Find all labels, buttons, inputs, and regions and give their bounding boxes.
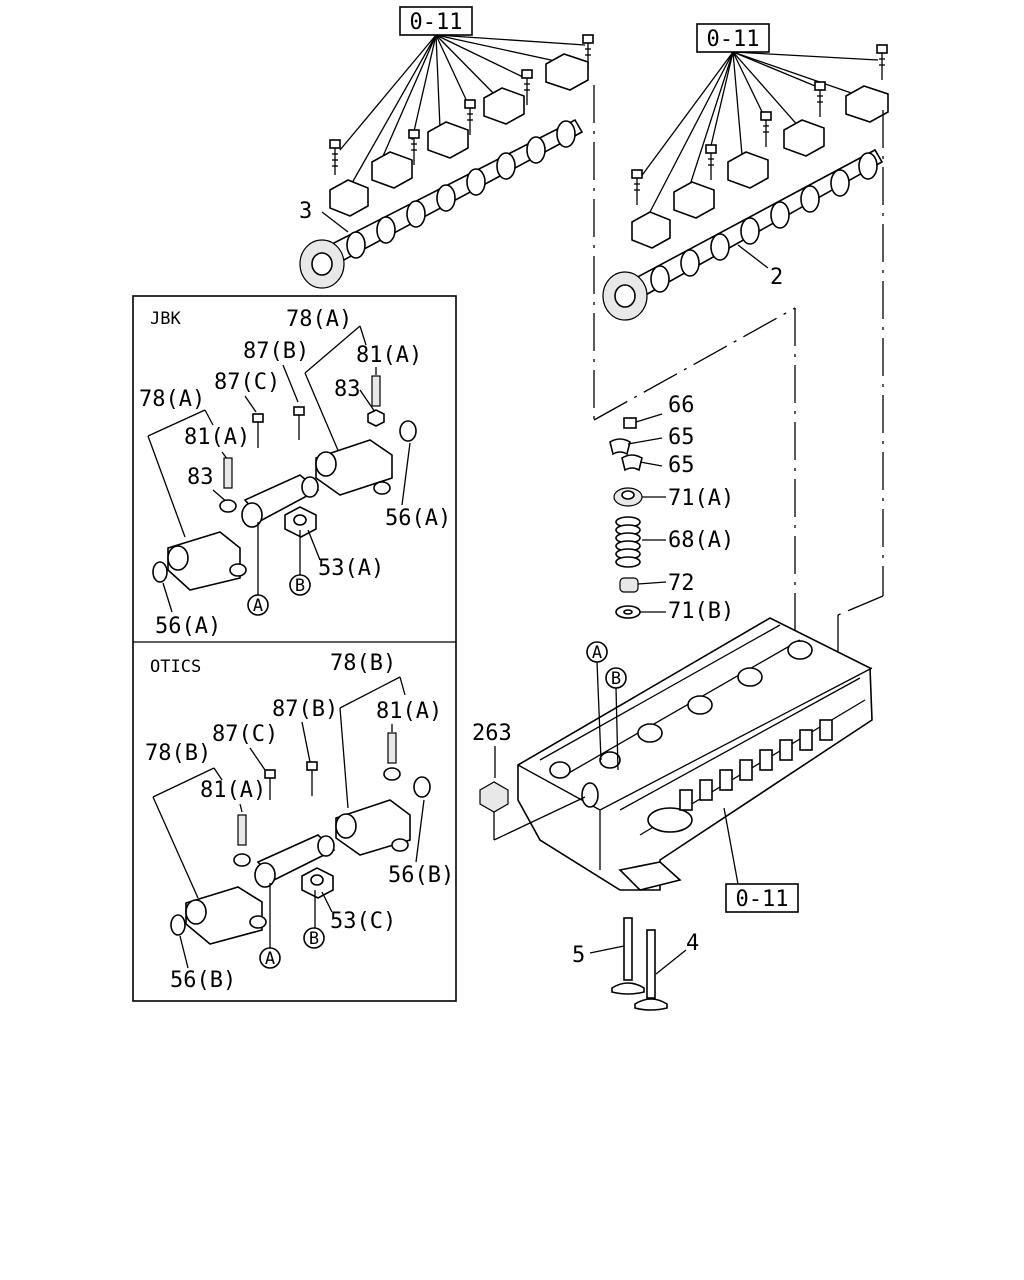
ref-box-bottom[interactable]: 0-11 [723,807,799,913]
rocker-arm-left-otics [185,886,267,945]
cylinder-head [517,617,873,891]
svg-text:3: 3 [299,199,312,224]
svg-text:0-11: 0-11 [707,27,760,52]
rocker-arm-shaft-jbk [241,474,320,538]
svg-text:A: A [253,596,263,616]
svg-text:56(B): 56(B) [388,863,454,888]
svg-text:87(B): 87(B) [243,339,309,364]
rocker-arm-left-jbk [167,531,247,591]
ref-box-top-left[interactable]: 0-11 [399,6,473,36]
circle-b-main: B [605,667,627,771]
svg-text:56(B): 56(B) [170,968,236,993]
rocker-arm-right-otics [335,799,411,856]
otics-title: OTICS [150,657,201,677]
leader-fan-top-left [339,34,586,184]
svg-text:A: A [592,643,602,663]
svg-text:68(A): 68(A) [668,528,734,553]
svg-text:B: B [611,669,621,689]
label-2: 2 [737,244,783,290]
svg-text:4: 4 [686,931,699,956]
svg-text:87(C): 87(C) [214,370,280,395]
svg-text:81(A): 81(A) [356,343,422,368]
leader-fan-top-right [639,51,879,213]
svg-text:263: 263 [472,721,512,746]
svg-text:53(C): 53(C) [330,909,396,934]
jbk-panel: JBK 78(A) 87(B) 81(A) 87(C) 83 78(A) 81(… [139,307,451,639]
valve-5: 5 [572,917,645,995]
svg-text:78(B): 78(B) [330,651,396,676]
svg-text:5: 5 [572,943,585,968]
part-68a-spring: 68(A) [615,516,734,568]
svg-text:71(B): 71(B) [668,599,734,624]
rocker-arm-shaft-otics [254,834,336,899]
svg-text:0-11: 0-11 [410,10,463,35]
circle-a-main: A [586,641,608,761]
camshaft-caps-left [329,53,589,217]
camshaft-bolts-right [631,44,888,205]
svg-text:71(A): 71(A) [668,486,734,511]
svg-text:2: 2 [770,265,783,290]
svg-text:81(A): 81(A) [184,425,250,450]
part-65-b: 65 [621,453,695,478]
part-66: 66 [623,393,695,429]
svg-text:B: B [295,576,305,596]
svg-text:87(B): 87(B) [272,697,338,722]
svg-text:78(A): 78(A) [286,307,352,332]
svg-text:65: 65 [668,453,695,478]
rocker-arm-right-jbk [315,439,393,496]
label-3: 3 [299,199,349,233]
svg-text:78(B): 78(B) [145,741,211,766]
camshaft-bolts-left [329,34,594,175]
svg-text:78(A): 78(A) [139,387,205,412]
svg-text:56(A): 56(A) [155,614,221,639]
svg-text:53(A): 53(A) [318,556,384,581]
camshaft-caps-right [631,85,889,249]
svg-text:B: B [309,929,319,949]
part-65-a: 65 [609,425,695,456]
camshaft-2 [602,148,884,321]
inset-frame [132,295,457,1002]
svg-text:81(A): 81(A) [376,699,442,724]
part-71b: 71(B) [615,599,734,624]
otics-panel: OTICS 78(B) 87(B) 81(A) 87(C) 78(B) 81(A… [145,651,454,993]
jbk-title: JBK [150,309,181,329]
svg-text:0-11: 0-11 [736,887,789,912]
svg-text:81(A): 81(A) [200,778,266,803]
svg-text:72: 72 [668,571,695,596]
part-263: 263 [472,721,586,841]
svg-text:83: 83 [187,465,214,490]
svg-text:A: A [265,949,275,969]
svg-text:66: 66 [668,393,695,418]
svg-text:65: 65 [668,425,695,450]
valve-4: 4 [634,929,699,1011]
svg-text:56(A): 56(A) [385,506,451,531]
part-72: 72 [619,571,695,596]
ref-box-top-right[interactable]: 0-11 [696,23,770,53]
camshaft-3 [299,118,584,289]
svg-text:87(C): 87(C) [212,722,278,747]
svg-text:83: 83 [334,377,361,402]
valve-train-stack: 66 65 65 71(A) 68(A) 72 71(B) [609,393,734,624]
part-71a: 71(A) [613,486,734,511]
